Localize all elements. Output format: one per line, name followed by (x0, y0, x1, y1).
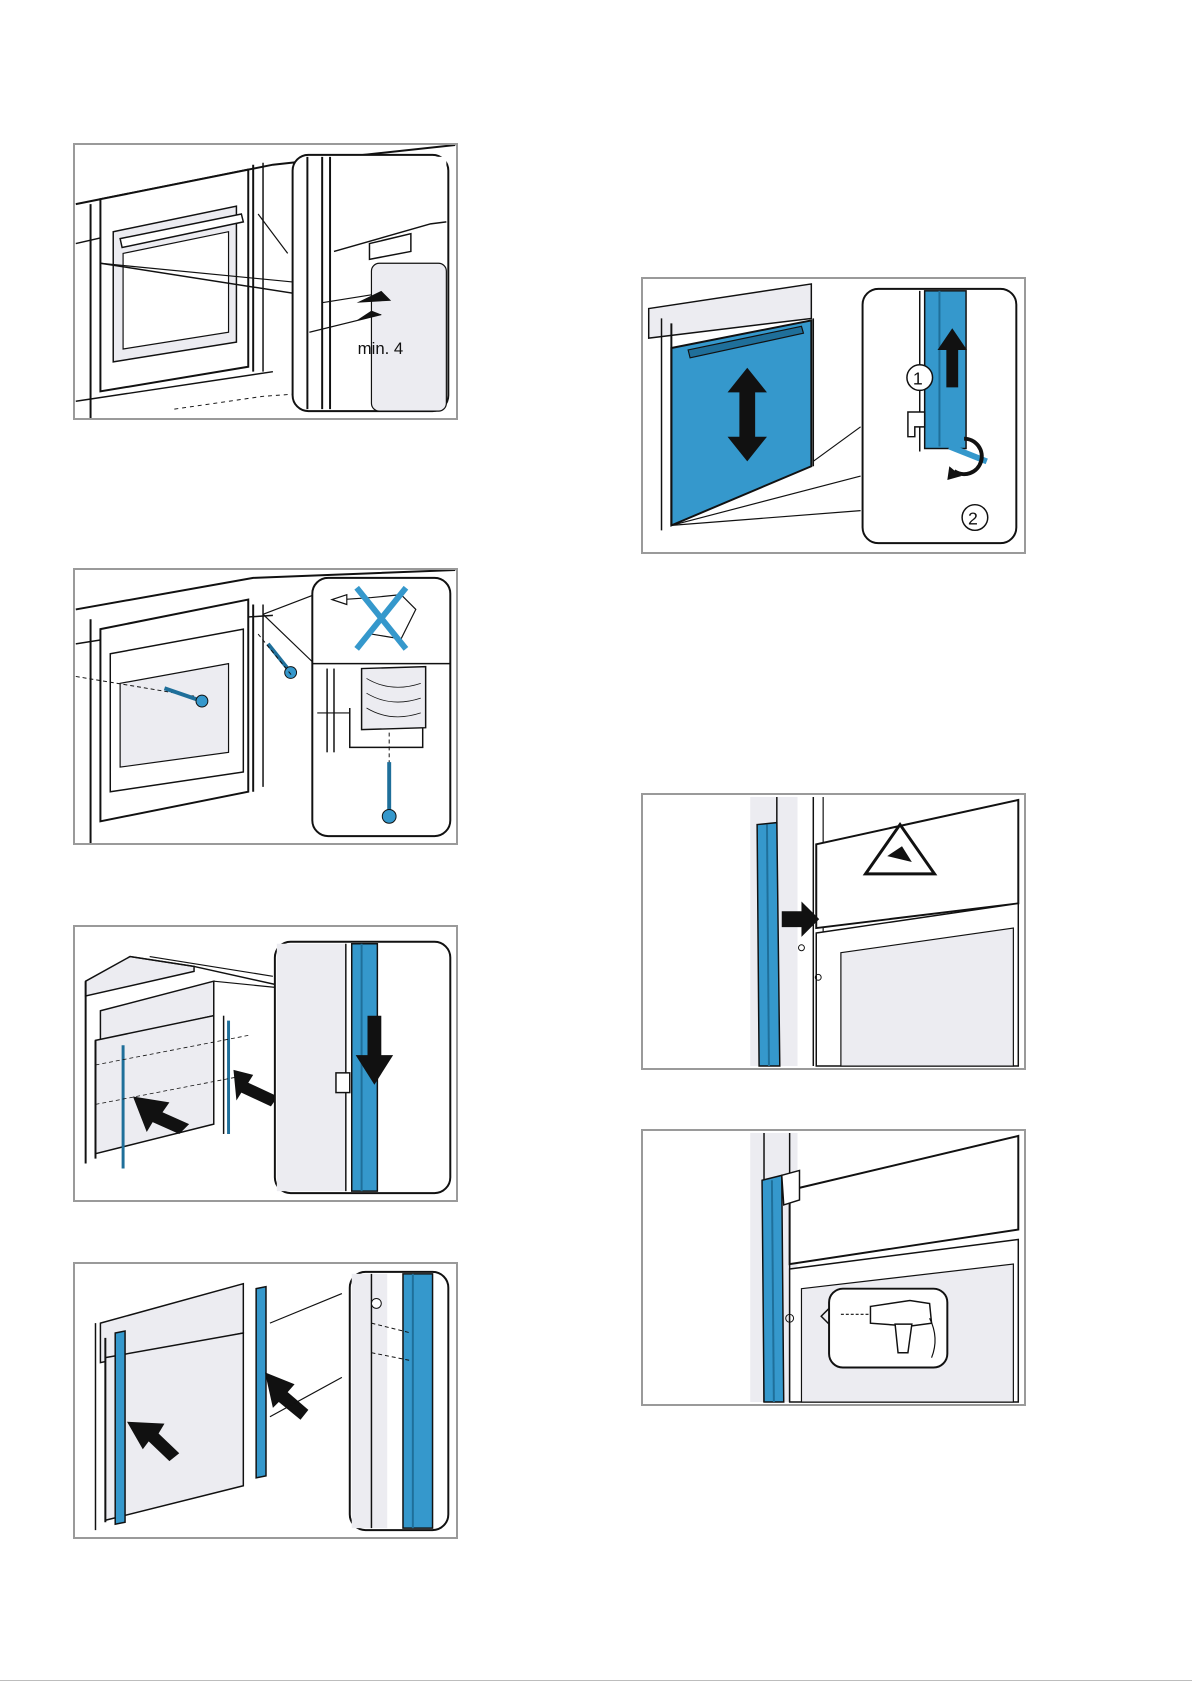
step-1-label: 1 (913, 368, 923, 388)
strip-attach-drawing (75, 927, 456, 1200)
screw-fixing-drawing (75, 570, 456, 843)
strip-warning-illustration (641, 793, 1026, 1070)
screw-fixing-illustration (73, 568, 458, 845)
page-footer-rule (0, 1680, 1192, 1681)
door-adjust-drawing: 1 2 (643, 279, 1024, 552)
step-2-label: 2 (968, 508, 978, 528)
strip-drill-illustration (641, 1129, 1026, 1406)
strip-push-drawing (75, 1264, 456, 1537)
oven-cabinet-gap-drawing: min. 4 (75, 145, 456, 418)
strip-drill-drawing (643, 1131, 1024, 1404)
side-strip-attach-illustration (73, 925, 458, 1202)
door-adjust-illustration: 1 2 (641, 277, 1026, 554)
strip-warning-drawing (643, 795, 1024, 1068)
side-strip-push-illustration (73, 1262, 458, 1539)
gap-label: min. 4 (358, 339, 404, 358)
install-gap-illustration: min. 4 (73, 143, 458, 420)
